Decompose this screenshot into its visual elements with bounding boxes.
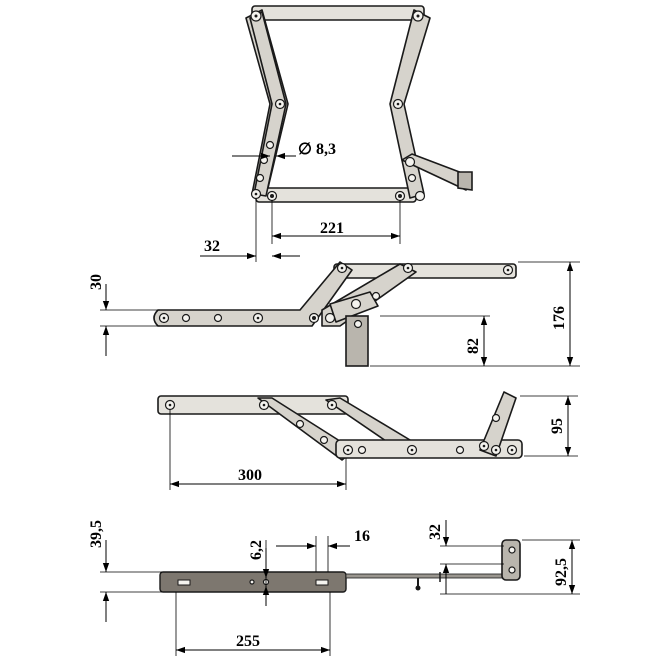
- base-length-label: 255: [236, 633, 260, 650]
- top-offset-label: 32: [427, 524, 444, 540]
- rivets-side-folded: [164, 399, 518, 456]
- base-height-label: 39,5: [88, 520, 105, 548]
- slot-width-label: 6,2: [248, 540, 265, 560]
- closed-length-label: 300: [238, 467, 262, 484]
- leg-height-label: 82: [465, 338, 482, 354]
- open-height-label: 176: [551, 306, 568, 330]
- lift-height-label: 30: [88, 274, 105, 290]
- slot-length-label: 16: [354, 528, 370, 545]
- rivets-top-view: [250, 10, 426, 202]
- view-side-folded: 300 95: [157, 391, 578, 490]
- rivets-side-raised: [158, 262, 514, 329]
- pivot-spacing-label: 221: [320, 220, 344, 237]
- total-height-label: 92,5: [553, 558, 570, 586]
- closed-height-label: 95: [549, 418, 566, 434]
- hole-diameter-label: ∅ 8,3: [298, 141, 336, 158]
- view-top-frame: ∅ 8,3 221 32: [200, 5, 473, 262]
- view-side-raised: 30 176 82: [88, 261, 580, 367]
- view-base-plate: 39,5 6,2 16 32 92,5 255: [88, 520, 580, 656]
- offset-label: 32: [204, 238, 220, 255]
